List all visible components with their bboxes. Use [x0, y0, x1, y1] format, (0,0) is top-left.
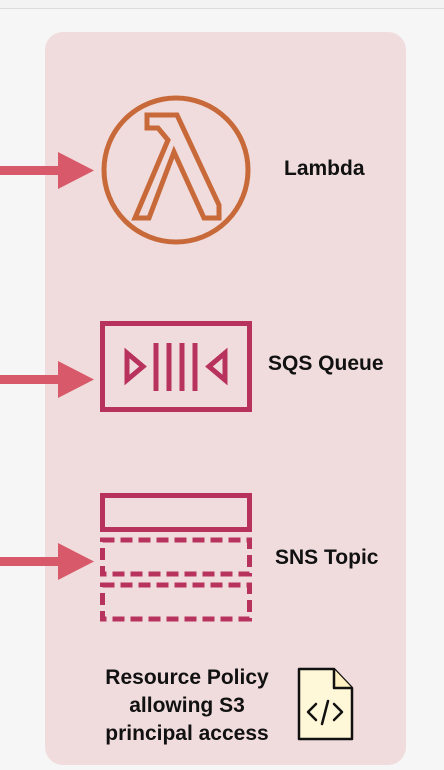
policy-line-3: principal access: [105, 722, 269, 745]
arrow-to-sns: [0, 543, 94, 580]
lambda-label: Lambda: [284, 157, 365, 180]
arrow-to-lambda: [0, 152, 94, 189]
sqs-queue-label: SQS Queue: [268, 352, 384, 375]
sqs-queue-icon: [100, 321, 252, 412]
sns-topic-icon: [100, 493, 252, 622]
resource-policy-label: Resource Policy allowing S3 principal ac…: [92, 664, 282, 748]
sns-topic-label: SNS Topic: [275, 546, 379, 569]
policy-line-1: Resource Policy: [105, 666, 269, 689]
code-document-icon: [297, 667, 354, 741]
lambda-icon: [101, 95, 251, 245]
policy-line-2: allowing S3: [129, 694, 245, 717]
arrow-to-sqs: [0, 361, 94, 398]
top-border: [0, 0, 444, 9]
